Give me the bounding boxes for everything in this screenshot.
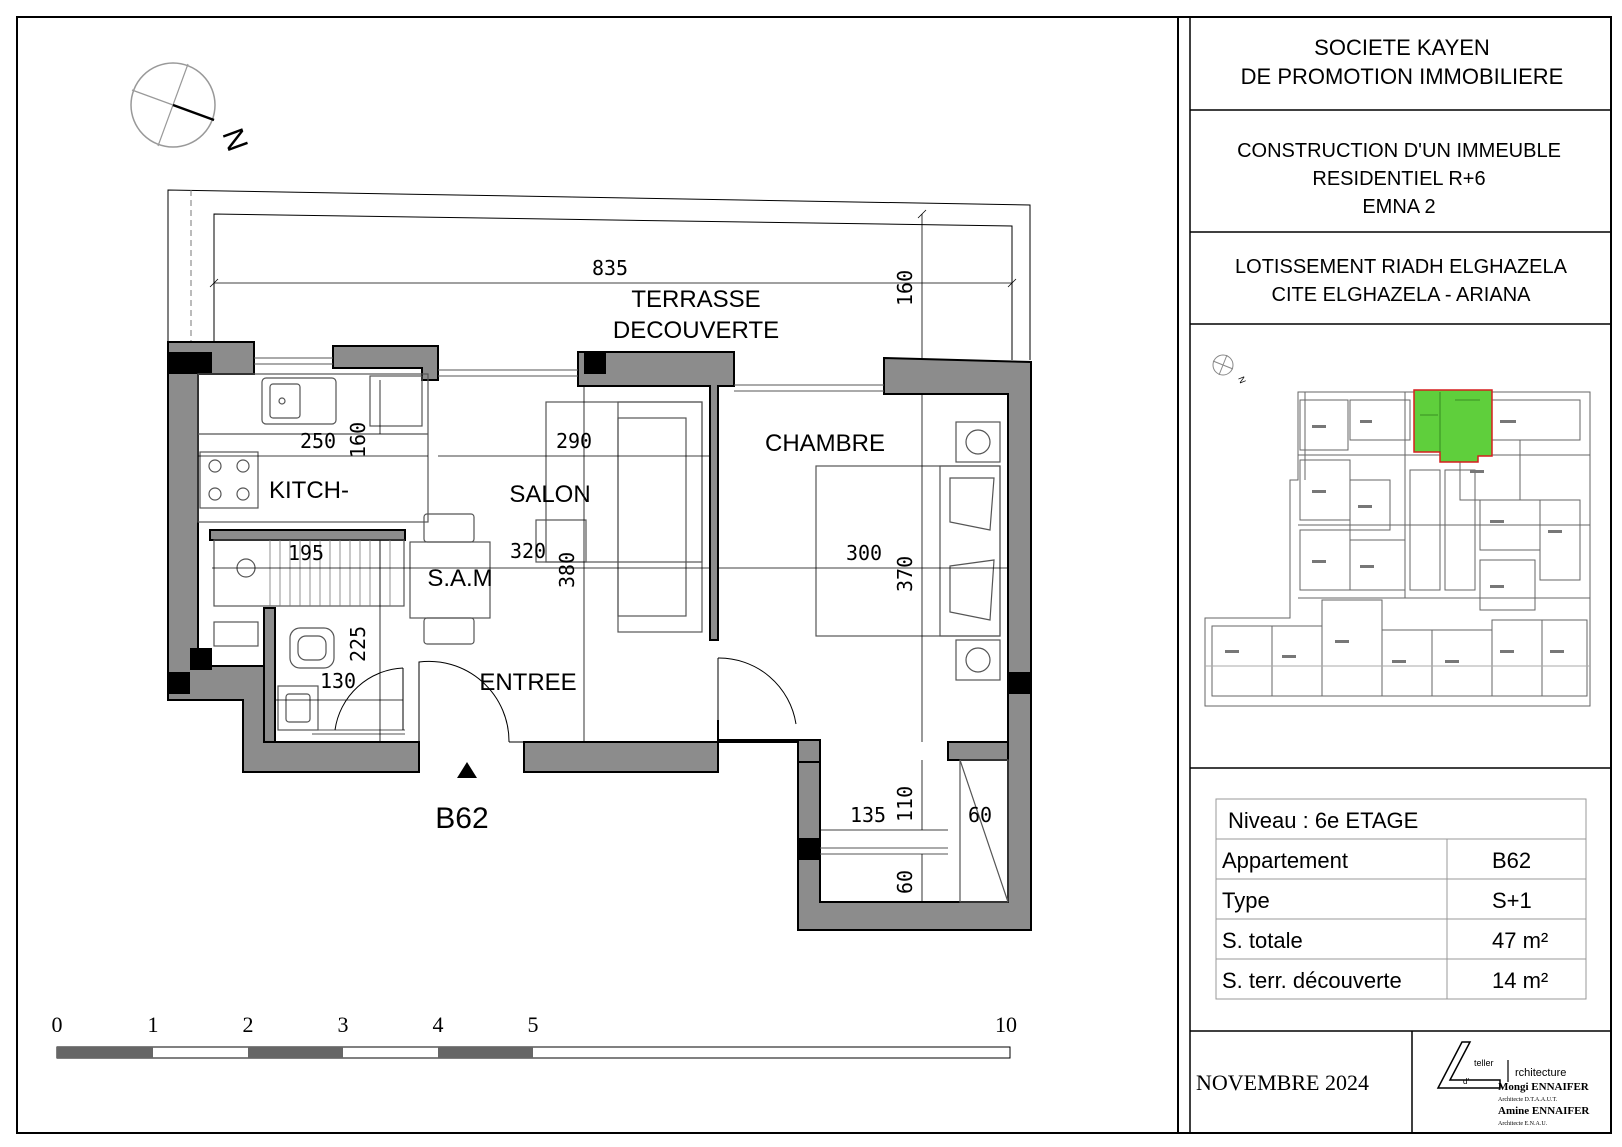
column [168, 672, 190, 694]
dim-135: 135 [850, 803, 886, 827]
architect-title-1: Architecte D.T.A.A.U.T. [1498, 1097, 1558, 1103]
bed [815, 421, 1001, 681]
dim-60-bottom: 60 [893, 870, 917, 894]
scale-segment [57, 1047, 153, 1058]
dim-110: 110 [893, 786, 917, 822]
location-line-1: LOTISSEMENT RIADH ELGHAZELA [1235, 256, 1568, 278]
sheet-border [16, 16, 1612, 1134]
spec-label-terrace-area: S. terr. découverte [1222, 968, 1402, 993]
column [798, 838, 820, 860]
scale-label-2: 2 [243, 1012, 254, 1037]
scale-label-10: 10 [995, 1012, 1017, 1037]
title-block: SOCIETE KAYEN DE PROMOTION IMMOBILIERE C… [1190, 35, 1611, 1133]
dim-130: 130 [320, 669, 356, 693]
spec-value-type: S+1 [1492, 888, 1532, 913]
key-plan-small-labels [1225, 420, 1564, 663]
key-plan-north-label: N [1236, 375, 1248, 385]
north-label: N [215, 124, 253, 156]
north-arrow: N [130, 62, 254, 156]
room-label-terrasse-1: TERRASSE [631, 286, 760, 313]
dim-225: 225 [346, 626, 370, 662]
spec-value-terrace-area: 14 m² [1492, 968, 1548, 993]
atelier-word: rchitecture [1515, 1067, 1566, 1079]
terrace-outline [167, 189, 1031, 360]
company-line-1: SOCIETE KAYEN [1314, 35, 1490, 60]
spec-value-total-area: 47 m² [1492, 928, 1548, 953]
architect-name-2: Amine ENNAIFER [1498, 1105, 1590, 1117]
dining-table [409, 513, 491, 645]
dim-195: 195 [288, 541, 324, 565]
room-label-salon: SALON [509, 481, 590, 508]
dim-370: 370 [893, 556, 917, 592]
column [190, 352, 212, 374]
room-label-chambre: CHAMBRE [765, 430, 885, 457]
scale-segment [438, 1047, 533, 1058]
scale-segment [248, 1047, 343, 1058]
entrance-marker [457, 762, 477, 778]
project-line-2: RESIDENTIEL R+6 [1312, 168, 1485, 190]
spec-label-type: Type [1222, 888, 1270, 913]
architect-name-1: Mongi ENNAIFER [1498, 1081, 1590, 1093]
dim-835: 835 [592, 256, 628, 280]
dim-290: 290 [556, 429, 592, 453]
unit-label: B62 [435, 802, 488, 835]
project-line-1: CONSTRUCTION D'UN IMMEUBLE [1237, 140, 1561, 162]
spec-value-apartment: B62 [1492, 848, 1531, 873]
sofa [535, 401, 703, 633]
location-line-2: CITE ELGHAZELA - ARIANA [1272, 284, 1532, 306]
dim-160-kitchen: 160 [346, 422, 370, 458]
doors [334, 657, 797, 743]
key-plan: N [1204, 354, 1591, 707]
atelier-d: d' [1463, 1077, 1469, 1086]
column [168, 352, 190, 374]
dim-300: 300 [846, 541, 882, 565]
atelier-small: teller [1474, 1058, 1494, 1068]
column [1008, 672, 1030, 694]
scale-label-0: 0 [52, 1012, 63, 1037]
scale-label-4: 4 [433, 1012, 444, 1037]
room-label-sam: S.A.M [427, 565, 492, 592]
scale-label-3: 3 [338, 1012, 349, 1037]
dimension-lines [198, 380, 1008, 902]
dim-320: 320 [510, 539, 546, 563]
column [584, 352, 606, 374]
floor-plan: N [130, 62, 1032, 931]
scale-label-1: 1 [148, 1012, 159, 1037]
dim-380: 380 [555, 552, 579, 588]
scale-label-5: 5 [528, 1012, 539, 1037]
key-plan-north-arrow: N [1212, 354, 1248, 385]
key-plan-highlighted-apartment [1413, 389, 1493, 463]
architect-title-2: Architecte E.N.A.U. [1498, 1121, 1548, 1127]
dim-60-balcony: 60 [968, 803, 992, 827]
specs-table: Niveau : 6e ETAGE Appartement B62 Type S… [1215, 798, 1587, 1000]
date-label: NOVEMBRE 2024 [1196, 1070, 1369, 1095]
level-label: Niveau : 6e ETAGE [1228, 808, 1418, 833]
scale-bar: 0 1 2 3 4 5 10 [52, 1012, 1017, 1059]
dim-160-terrace: 160 [893, 270, 917, 306]
room-label-entree: ENTREE [479, 669, 576, 696]
company-line-2: DE PROMOTION IMMOBILIERE [1241, 64, 1564, 89]
spec-label-apartment: Appartement [1222, 848, 1348, 873]
walls [167, 341, 1032, 931]
windows [254, 357, 948, 855]
kitchen-fixtures [197, 373, 429, 523]
key-plan-building [1204, 391, 1591, 707]
room-label-terrasse-2: DECOUVERTE [613, 317, 779, 344]
project-line-3: EMNA 2 [1362, 196, 1435, 218]
column [190, 648, 212, 670]
architect-logo: teller rchitecture d' [1436, 1041, 1566, 1089]
dim-250: 250 [300, 429, 336, 453]
bathroom-fixtures [213, 539, 405, 731]
room-label-kitchen: KITCH- [269, 477, 349, 504]
spec-label-total-area: S. totale [1222, 928, 1303, 953]
balcony [959, 759, 1009, 903]
